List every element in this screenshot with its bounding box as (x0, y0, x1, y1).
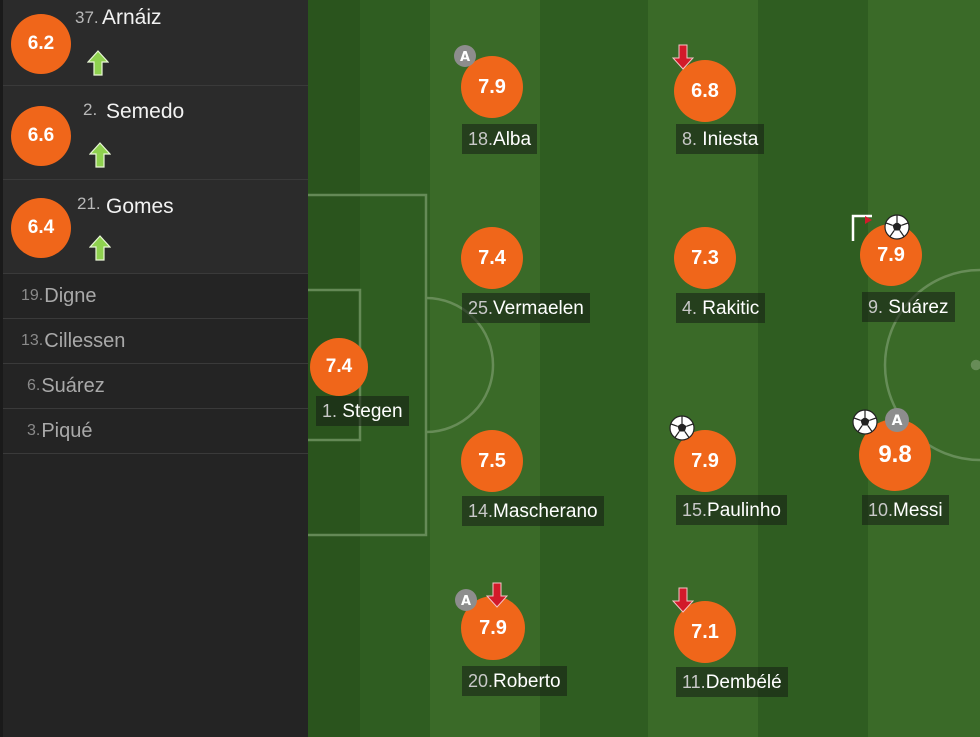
player-alba[interactable]: 7.9 A 18.Alba (454, 40, 608, 160)
player-name[interactable]: Gomes (106, 195, 174, 218)
pitch-field (308, 0, 980, 737)
player-number: 3. (27, 422, 41, 439)
goal-ball-icon (884, 214, 910, 240)
player-name: Digne (44, 284, 97, 307)
player-number: 8. (682, 129, 698, 149)
player-label: 25.Vermaelen (462, 293, 590, 323)
player-name: Suárez (41, 374, 105, 397)
player-number: 21. (77, 194, 101, 213)
player-number: 13. (21, 332, 44, 349)
player-number: 37. (75, 8, 99, 27)
player-label: 18.Alba (462, 124, 538, 154)
player-name: Mascherano (493, 501, 598, 522)
pitch: 7.4 1. Stegen 7.9 A 18.Alba 7.4 25.Verma… (308, 0, 980, 737)
player-name: Paulinho (707, 500, 781, 521)
player-name[interactable]: Semedo (106, 100, 185, 123)
sub-in-arrow-icon (89, 235, 111, 261)
player-messi[interactable]: 9.8 A 10.Messi (848, 405, 980, 525)
bench-player-row[interactable]: 3. Piqué (3, 409, 308, 454)
substitutes-panel: 6.2 37. Arnáiz 6.6 2. Semedo 6.4 21. Gom… (0, 0, 308, 737)
player-name: Vermaelen (493, 298, 584, 319)
player-label: 20.Roberto (462, 666, 567, 696)
rating-badge: 7.5 (461, 430, 523, 492)
player-label: 15.Paulinho (676, 495, 787, 525)
player-name: Messi (893, 500, 943, 521)
player-roberto[interactable]: 7.9 A 20.Roberto (455, 580, 608, 700)
rating-badge: 7.1 (674, 601, 736, 663)
player-number: 11. (682, 672, 706, 692)
player-number: 18. (468, 129, 494, 149)
player-name: Stegen (342, 401, 403, 422)
player-number: 2. (83, 100, 98, 119)
player-label: 14.Mascherano (462, 496, 604, 526)
player-iniesta[interactable]: 6.8 8. Iniesta (670, 44, 820, 164)
player-label: 4. Rakitic (676, 293, 766, 323)
rating-badge: 6.6 (11, 106, 71, 166)
player-number: 25. (468, 298, 494, 318)
svg-text:A: A (460, 50, 470, 65)
player-paulinho[interactable]: 7.9 15.Paulinho (669, 415, 820, 535)
rating-badge: 7.3 (674, 227, 736, 289)
rating-badge: 7.9 (461, 56, 523, 118)
player-vermaelen[interactable]: 7.4 25.Vermaelen (458, 215, 608, 335)
player-name: Roberto (493, 671, 561, 692)
rating-badge: 6.8 (674, 60, 736, 122)
player-stegen[interactable]: 7.4 1. Stegen (308, 330, 458, 450)
player-label: 8. Iniesta (676, 124, 765, 154)
player-name[interactable]: Arnáiz (102, 6, 162, 29)
substitute-row[interactable]: 6.6 2. Semedo (3, 86, 308, 180)
player-number: 6. (27, 377, 41, 394)
substitute-row[interactable]: 6.2 37. Arnáiz (3, 0, 308, 86)
player-number: 20. (468, 671, 494, 691)
bench-player-row[interactable]: 19. Digne (3, 274, 308, 319)
player-number: 4. (682, 298, 698, 318)
substitute-row[interactable]: 6.4 21. Gomes (3, 180, 308, 274)
player-number: 19. (21, 287, 44, 304)
player-number: 14. (468, 501, 494, 521)
player-number: 15. (682, 500, 708, 520)
sub-out-arrow-icon (672, 587, 694, 613)
rating-badge: 7.4 (461, 227, 523, 289)
player-number: 9. (868, 297, 884, 317)
player-rakitic[interactable]: 7.3 4. Rakitic (670, 215, 820, 335)
rating-badge: 6.2 (11, 14, 71, 74)
player-name: Suárez (888, 297, 949, 318)
player-name: Iniesta (702, 129, 759, 150)
player-label: 10.Messi (862, 495, 949, 525)
player-label: 1. Stegen (316, 396, 409, 426)
bench-player-row[interactable]: 6. Suárez (3, 364, 308, 409)
player-name: Dembélé (705, 672, 782, 693)
player-dembele[interactable]: 7.1 11.Dembélé (670, 585, 820, 705)
assist-icon: A (455, 589, 477, 611)
player-mascherano[interactable]: 7.5 14.Mascherano (458, 420, 608, 540)
sub-out-arrow-icon (672, 44, 694, 70)
sub-out-arrow-icon (486, 582, 508, 608)
svg-text:A: A (892, 413, 903, 429)
goal-ball-icon (669, 415, 695, 441)
assist-icon: A (454, 45, 476, 67)
player-name: Alba (493, 129, 532, 150)
player-number: 1. (322, 401, 338, 421)
player-label: 9. Suárez (862, 292, 955, 322)
sub-in-arrow-icon (89, 142, 111, 168)
bench-player-row[interactable]: 13. Cillessen (3, 319, 308, 364)
rating-badge: 6.4 (11, 198, 71, 258)
goal-ball-icon (852, 409, 878, 435)
rating-badge: 7.4 (310, 338, 368, 396)
sub-in-arrow-icon (87, 50, 109, 76)
svg-text:A: A (461, 594, 471, 609)
player-suarez[interactable]: 7.9 9. Suárez (848, 210, 980, 330)
corner-flag-icon (851, 214, 872, 241)
player-name: Rakitic (702, 298, 760, 319)
player-name: Cillessen (44, 329, 126, 352)
player-name: Piqué (41, 419, 93, 442)
assist-icon: A (885, 408, 909, 432)
player-label: 11.Dembélé (676, 667, 788, 697)
player-number: 10. (868, 500, 894, 520)
